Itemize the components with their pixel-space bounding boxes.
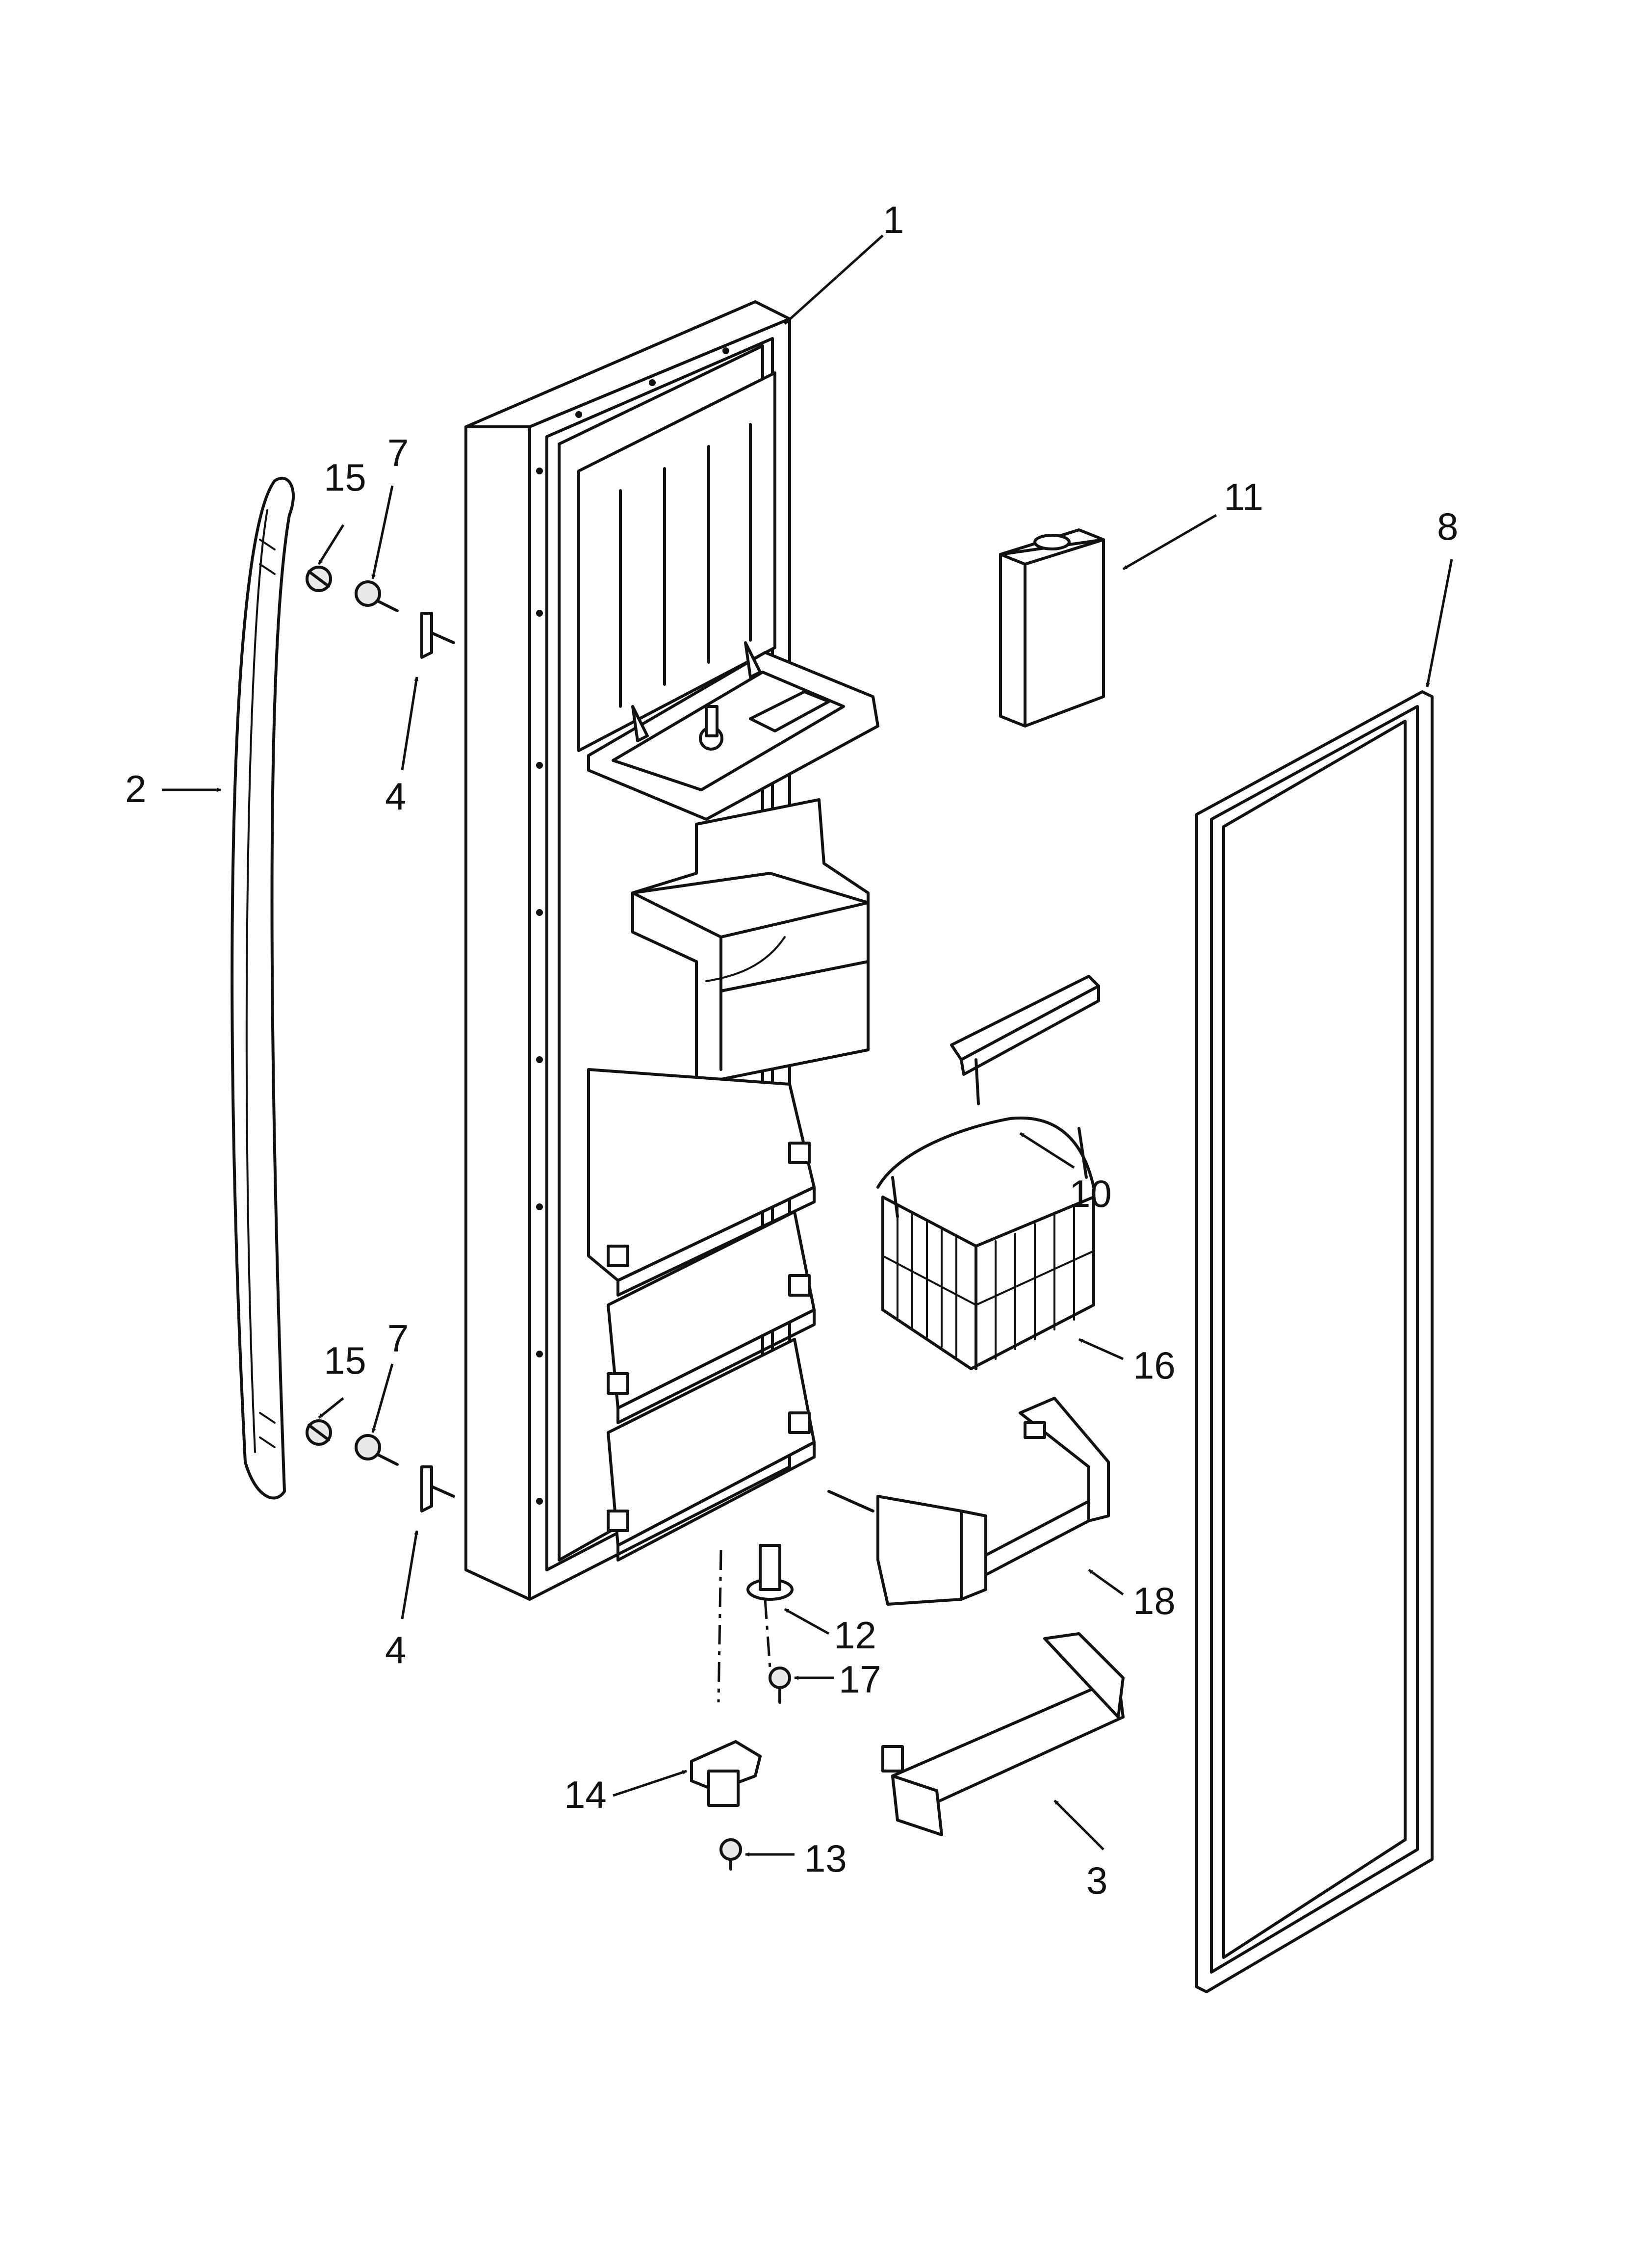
door-gasket-part — [1195, 690, 1434, 1993]
callout-7-lower: 7 — [387, 1317, 409, 1360]
ice-basket-part — [876, 1116, 1095, 1370]
callout-3: 3 — [1086, 1859, 1107, 1902]
callout-4-lower: 4 — [385, 1628, 406, 1671]
callout-8: 8 — [1437, 505, 1458, 548]
fasteners-upper — [306, 566, 455, 659]
callout-15-upper: 15 — [324, 456, 366, 499]
door-handle-part — [231, 476, 295, 1500]
callout-13: 13 — [804, 1837, 847, 1880]
callout-2: 2 — [125, 767, 146, 810]
water-filter-part — [999, 528, 1105, 728]
callout-18: 18 — [1133, 1579, 1176, 1622]
leader-lines — [162, 235, 1453, 1857]
callout-15-lower: 15 — [324, 1339, 366, 1382]
trim-strip-part — [950, 975, 1100, 1105]
door-bin-part — [827, 1397, 1110, 1606]
callout-17: 17 — [839, 1658, 881, 1701]
callout-4-upper: 4 — [385, 775, 406, 818]
callout-1: 1 — [883, 198, 904, 241]
liner-holes — [536, 347, 729, 1505]
fasteners-lower — [306, 1419, 455, 1512]
callout-16: 16 — [1133, 1344, 1176, 1387]
callout-labels: 1 2 3 4 4 7 7 8 10 11 12 13 14 15 15 16 … — [125, 198, 1458, 1902]
door-liner-part — [464, 300, 879, 1601]
callout-12: 12 — [834, 1614, 876, 1657]
callout-11: 11 — [1224, 475, 1263, 519]
hinge-assembly — [690, 1544, 794, 1871]
callout-7-upper: 7 — [387, 431, 409, 474]
callout-10: 10 — [1069, 1172, 1112, 1215]
bottom-bin-part — [881, 1632, 1125, 1836]
callout-14: 14 — [564, 1773, 607, 1816]
